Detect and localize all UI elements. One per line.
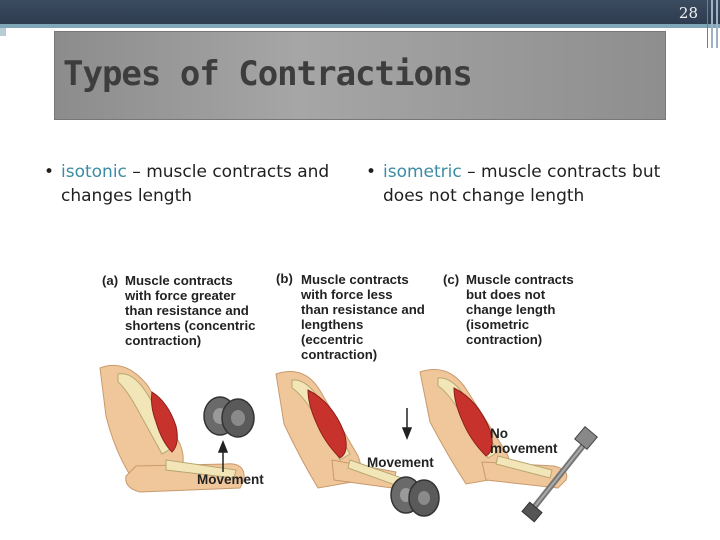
panel-a-caption: Muscle contracts with force greater than… [125, 273, 256, 348]
bullet-text: isotonic – muscle contracts and changes … [44, 160, 344, 208]
panel-b-arm [275, 371, 440, 517]
bullet-text: isometric – muscle contracts but does no… [366, 160, 706, 208]
panel-c-letter: (c) [443, 272, 460, 287]
panel-b-letter: (b) [276, 271, 293, 286]
contraction-figure: (a) Muscle contracts with force greater … [96, 266, 616, 528]
bullet-isotonic: • isotonic – muscle contracts and change… [44, 160, 344, 208]
panel-c-movement-label: No movement [490, 426, 558, 456]
panel-c-caption: Muscle contracts but does not change len… [466, 272, 574, 347]
title-bar: Types of Contractions [54, 31, 666, 120]
panel-a-movement-label: Movement [197, 472, 264, 487]
top-band [0, 0, 720, 24]
left-accent [0, 28, 6, 36]
panel-b-movement-label: Movement [367, 455, 434, 470]
definition-isotonic: – muscle contracts and changes length [61, 162, 330, 206]
top-accent-line [0, 24, 720, 28]
bullet-dot: • [366, 162, 377, 182]
panel-c-arm [419, 369, 598, 523]
panel-a-letter: (a) [102, 273, 119, 288]
term-isotonic: isotonic [61, 162, 127, 182]
panel-a-arm [99, 364, 255, 493]
definition-isometric: – muscle contracts but does not change l… [383, 162, 661, 206]
slide-number: 28 [678, 4, 698, 22]
term-isometric: isometric [383, 162, 462, 182]
arm-illustrations [99, 364, 598, 523]
right-edge-stripes [707, 0, 720, 48]
bullet-isometric: • isometric – muscle contracts but does … [366, 160, 706, 208]
slide-title: Types of Contractions [63, 54, 473, 94]
bullet-dot: • [44, 162, 55, 182]
panel-b-caption: Muscle contracts with force less than re… [301, 272, 425, 362]
